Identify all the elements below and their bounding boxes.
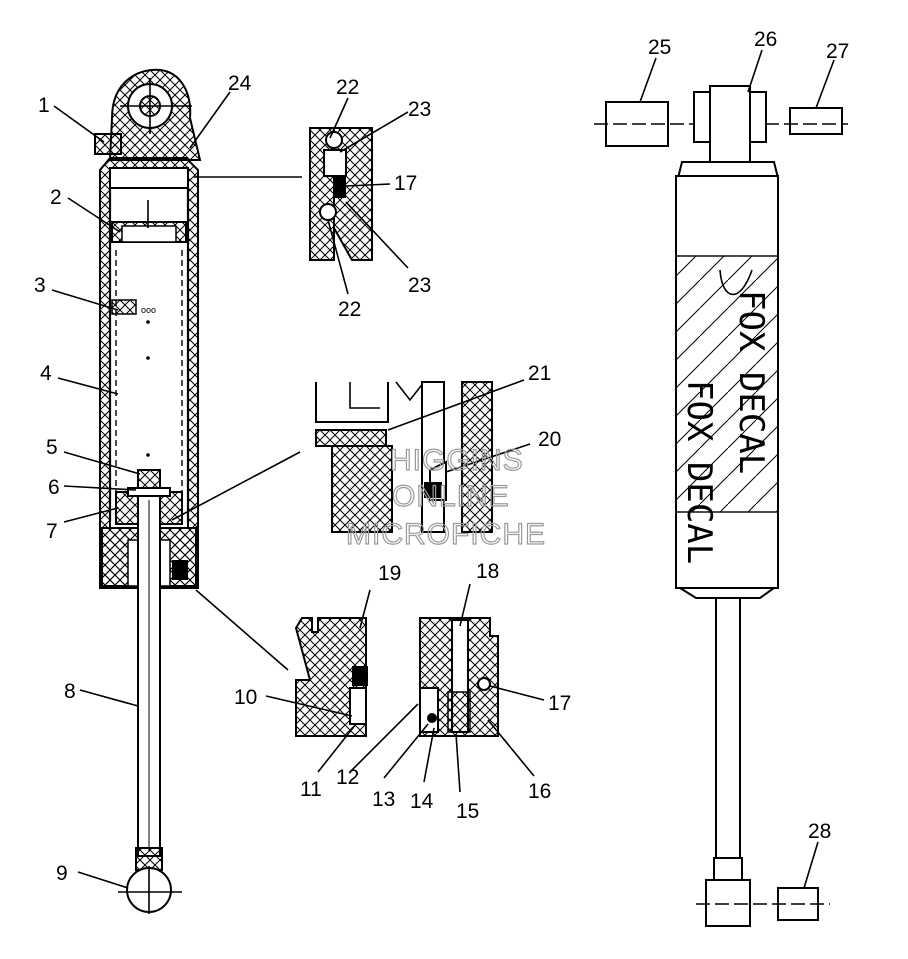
watermark-line-1: HIGGINS (390, 444, 524, 477)
label-27: 27 (826, 40, 849, 63)
label-28: 28 (808, 820, 831, 843)
label-2: 2 (50, 186, 62, 209)
label-5: 5 (46, 436, 58, 459)
label-18: 18 (476, 560, 499, 583)
watermark: HIGGINS ONLINE MICROFICHE (345, 443, 546, 551)
label-1: 1 (38, 94, 50, 117)
sectioned-shock: ooo (94, 68, 202, 914)
label-21: 21 (528, 362, 551, 385)
label-19: 19 (378, 562, 401, 585)
label-16: 16 (528, 780, 551, 803)
label-14: 14 (410, 790, 434, 813)
decal-text-upper: FOX DECAL (731, 290, 771, 474)
label-22-bottom: 22 (338, 298, 361, 321)
label-20: 20 (538, 428, 561, 451)
label-17-sealhead: 17 (548, 692, 571, 715)
label-12: 12 (336, 766, 359, 789)
watermark-line-3: MICROFICHE (346, 518, 546, 551)
label-13: 13 (372, 788, 395, 811)
label-7: 7 (46, 520, 58, 543)
bushing-27 (789, 107, 843, 135)
piston-detail (171, 381, 493, 533)
valve-part (94, 133, 122, 155)
label-25: 25 (648, 36, 671, 59)
label-8: 8 (64, 680, 76, 703)
label-3: 3 (34, 274, 46, 297)
label-9: 9 (56, 862, 68, 885)
label-10: 10 (234, 686, 257, 709)
label-24: 24 (228, 72, 252, 95)
label-11: 11 (300, 778, 322, 801)
leader-lines (51, 49, 835, 889)
watermark-line-2: ONLINE (392, 480, 510, 513)
label-17-seal: 17 (394, 172, 417, 195)
seal-detail (194, 127, 373, 261)
shock-eye-bottom (705, 879, 751, 927)
label-26: 26 (754, 28, 777, 51)
shock-shaft (715, 597, 741, 861)
label-4: 4 (40, 362, 52, 385)
decal-text-lower: FOX DECAL (679, 380, 719, 564)
piston-nut (137, 469, 161, 489)
external-shock: FOX DECAL FOX DECAL (594, 85, 848, 927)
label-23-bottom: 23 (408, 274, 431, 297)
part-labels: 1 2 3 4 5 6 7 8 9 10 11 12 13 14 15 16 1… (34, 28, 849, 885)
label-22-top: 22 (336, 76, 359, 99)
svg-text:ooo: ooo (141, 305, 156, 315)
decal-area (675, 255, 779, 513)
label-23-top: 23 (408, 98, 431, 121)
label-15: 15 (456, 800, 479, 823)
label-6: 6 (48, 476, 60, 499)
